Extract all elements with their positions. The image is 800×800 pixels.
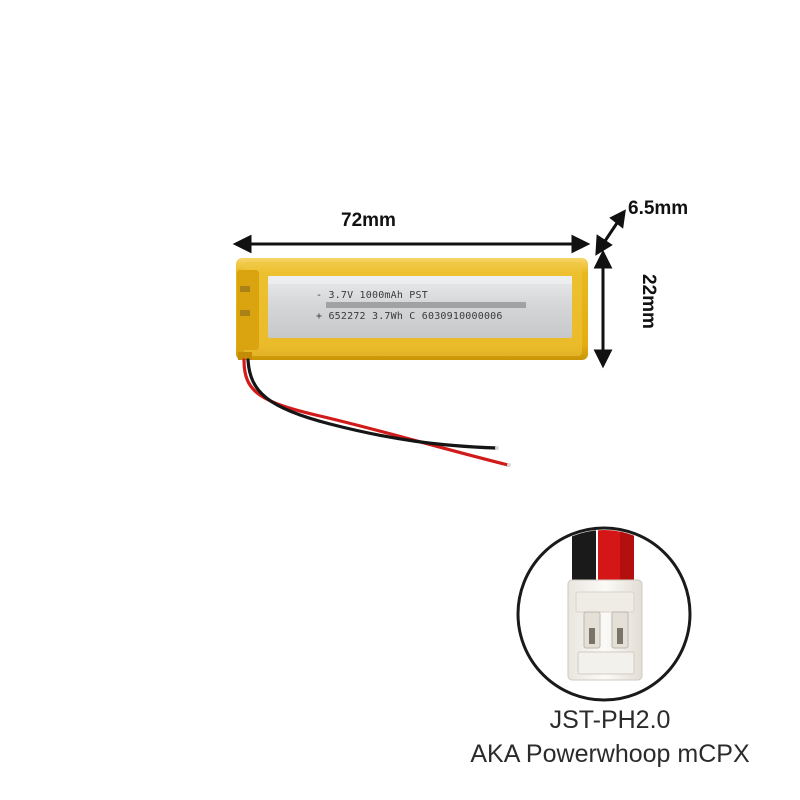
width-arrow xyxy=(232,234,591,254)
height-arrow xyxy=(593,249,613,369)
battery-wires xyxy=(242,358,511,467)
connector-name-caption: JST-PH2.0 xyxy=(549,706,671,734)
battery xyxy=(236,258,588,360)
connector-detail xyxy=(516,526,692,702)
battery-spec-line-1: - 3.7V 1000mAh PST xyxy=(316,290,428,301)
connector-alias-caption: AKA Powerwhoop mCPX xyxy=(470,740,750,768)
depth-dimension-label: 6.5mm xyxy=(628,198,689,219)
height-dimension-label: 22mm xyxy=(638,274,659,329)
black-wire xyxy=(246,358,498,450)
barcode xyxy=(326,302,526,308)
battery-spec-line-2: + 652272 3.7Wh C 6030910000006 xyxy=(316,311,503,322)
width-dimension-label: 72mm xyxy=(341,210,396,231)
depth-arrow xyxy=(595,209,626,256)
red-wire xyxy=(242,358,510,467)
